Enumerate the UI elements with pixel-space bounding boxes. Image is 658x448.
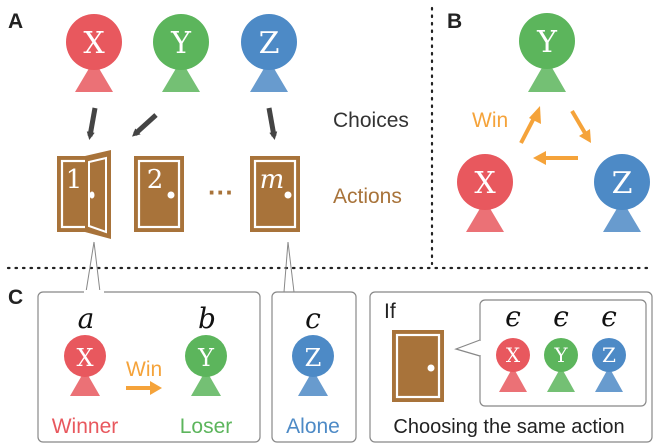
actions-label: Actions bbox=[333, 185, 402, 208]
win-arrow-z-to-x bbox=[533, 151, 578, 165]
same-agent-z: Z bbox=[592, 338, 626, 392]
winner-label: Winner bbox=[52, 415, 119, 438]
agent-x: X bbox=[66, 14, 122, 92]
winner-agent-x: X bbox=[64, 335, 106, 396]
win-label-cycle: Win bbox=[472, 109, 508, 132]
alone-agent-z: Z bbox=[292, 335, 334, 396]
svg-text:Z: Z bbox=[259, 26, 280, 61]
choice-arrow-x bbox=[86, 107, 98, 140]
win-arrow-x-to-y-case bbox=[126, 381, 162, 395]
cycle-agent-x: X bbox=[457, 154, 513, 232]
door-m-number: m bbox=[260, 165, 285, 195]
door-ellipsis: ··· bbox=[208, 177, 234, 207]
choice-arrow-y bbox=[132, 113, 158, 137]
case-label-b: b bbox=[198, 302, 216, 335]
alone-label: Alone bbox=[286, 415, 340, 438]
svg-text:Y: Y bbox=[553, 343, 568, 367]
svg-text:X: X bbox=[474, 166, 496, 201]
loser-label: Loser bbox=[180, 415, 233, 438]
svg-text:X: X bbox=[506, 343, 521, 367]
svg-text:Z: Z bbox=[305, 344, 322, 372]
case-label-a: a bbox=[78, 302, 95, 335]
panel-label-c: C bbox=[8, 286, 23, 309]
door-2: 2 bbox=[134, 156, 184, 232]
choices-label: Choices bbox=[333, 109, 409, 132]
epsilon-y: ϵ bbox=[553, 300, 569, 333]
door-1-number: 1 bbox=[66, 165, 83, 195]
win-arrow-y-to-z bbox=[570, 109, 591, 143]
if-label: If bbox=[384, 300, 396, 323]
svg-text:Z: Z bbox=[602, 343, 616, 367]
same-agent-y: Y bbox=[544, 338, 578, 392]
svg-text:X: X bbox=[76, 344, 93, 372]
svg-text:Y: Y bbox=[170, 26, 192, 61]
case-box-winner-loser bbox=[37, 291, 261, 443]
agent-z: Z bbox=[241, 14, 297, 92]
same-agent-x: X bbox=[496, 338, 530, 392]
cycle-agent-y: Y bbox=[519, 13, 575, 92]
same-action-caption: Choosing the same action bbox=[393, 416, 624, 438]
case-box-same-action bbox=[369, 291, 653, 443]
epsilon-x: ϵ bbox=[505, 300, 521, 333]
same-action-door bbox=[392, 330, 444, 402]
cycle-agent-z: Z bbox=[594, 154, 650, 232]
door-2-number: 2 bbox=[147, 165, 164, 195]
svg-text:Y: Y bbox=[197, 344, 215, 372]
loser-agent-y: Y bbox=[185, 335, 227, 396]
door-1: 1 bbox=[57, 150, 111, 239]
panel-label-a: A bbox=[8, 10, 23, 33]
choice-arrow-z bbox=[266, 107, 278, 140]
svg-text:X: X bbox=[83, 26, 105, 61]
case-box-alone bbox=[271, 291, 357, 443]
panel-label-b: B bbox=[447, 10, 462, 33]
svg-text:Z: Z bbox=[612, 166, 633, 201]
epsilon-z: ϵ bbox=[601, 300, 617, 333]
agent-y: Y bbox=[153, 14, 209, 92]
win-arrow-x-to-y bbox=[519, 106, 541, 144]
win-label-case: Win bbox=[126, 358, 162, 381]
case-label-c: c bbox=[305, 302, 321, 335]
door-m: m bbox=[250, 156, 300, 232]
svg-text:Y: Y bbox=[536, 25, 558, 60]
